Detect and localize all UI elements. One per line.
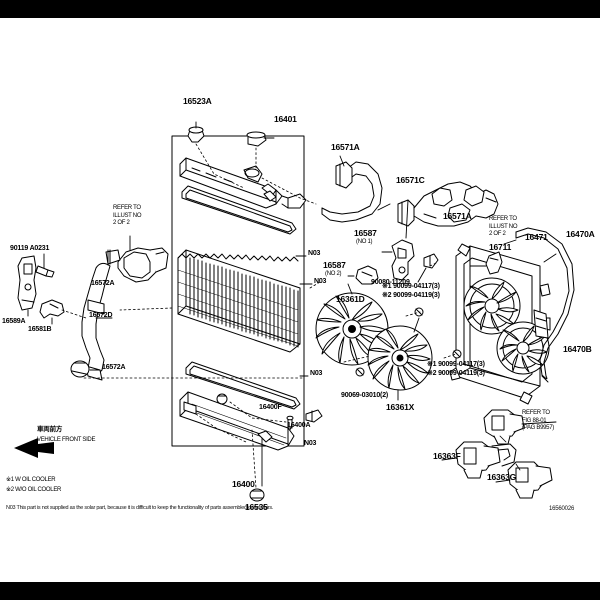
label-16363g: 16363G [487, 472, 517, 482]
label-screw-set-3: ※1 90099-04117(3) [427, 361, 485, 368]
label-16470a: 16470A [566, 229, 595, 239]
radiator-cap-16523a [187, 126, 205, 143]
label-16401: 16401 [274, 114, 297, 124]
bolt-90080 [423, 253, 439, 269]
pin-16400f [286, 415, 294, 429]
reservoir-hose [515, 227, 575, 380]
arrow-label-jp: 車両前方 [37, 426, 63, 433]
bracket-16400a [305, 409, 323, 423]
lower-tank [179, 391, 295, 451]
upper-tank [179, 157, 307, 209]
label-90069-03010: 90069-03010(2) [341, 392, 389, 399]
label-90119-a0231: 90119 A0231 [10, 245, 50, 252]
diagram-canvas: 16523A 16401 16571A 16571C 16571A REFER … [0, 18, 600, 582]
water-outlet-housing [413, 181, 499, 227]
diagram-linework [14, 121, 575, 502]
label-16523a: 16523A [183, 96, 212, 106]
top-black-band [0, 0, 600, 18]
clip-16471 [485, 251, 503, 275]
footnote-n03: N03 This part is not supplied as the sol… [6, 505, 274, 511]
motor-top [483, 409, 525, 445]
label-16587-no1: 16587 [354, 228, 377, 238]
label-90080-11209: 90080-11209 [371, 279, 410, 286]
label-16587-no2: 16587 [323, 260, 346, 270]
label-16470b: 16470B [563, 344, 592, 354]
upper-short-pipe [117, 247, 169, 283]
label-16400f: 16400F [259, 404, 282, 411]
label-16572a-bottom: 16572A [102, 364, 126, 371]
front-direction-arrow [14, 438, 54, 458]
label-16571c: 16571C [396, 175, 425, 185]
label-n03-b: N03 [314, 278, 327, 285]
label-16361x: 16361X [386, 402, 415, 412]
label-16535: 16535 [245, 502, 268, 512]
label-16400a: 16400A [287, 422, 311, 429]
cap-16401 [246, 131, 267, 147]
label-screw-set-2: ※2 90099-04119(3) [382, 292, 440, 299]
label-screw-set-4: ※2 90099-04119(3) [427, 370, 485, 377]
label-16571a-mid: 16571A [443, 211, 472, 221]
footnote-1: ※1 W OIL COOLER [6, 477, 56, 483]
bottom-black-band [0, 582, 600, 600]
refer-fig-88-01: REFER TO FIG 88-01 (PAG B9957) [522, 410, 554, 431]
drain-plug-16535 [249, 488, 265, 502]
radiator-core [177, 249, 301, 353]
label-16361d: 16361D [336, 294, 365, 304]
clip-16581b [39, 299, 65, 319]
clamp-16572a-top [105, 249, 121, 265]
clamp-16572a-bottom [70, 360, 90, 378]
label-16400: 16400 [232, 479, 255, 489]
bracket-16587-no1 [391, 239, 415, 281]
arrow-label-en: VEHICLE FRONT SIDE [37, 437, 96, 443]
label-16571a-left: 16571A [331, 142, 360, 152]
label-16587-no1-sub: (NO 1) [356, 239, 373, 245]
label-16572d: 16572D [89, 312, 113, 319]
label-n03-d: N03 [304, 440, 317, 447]
label-16589a: 16589A [2, 318, 26, 325]
bracket-16589a [17, 255, 37, 311]
refer-illust-left: REFER TO ILLUST NO 2 OF 2 [113, 205, 142, 226]
upper-hose-16571c [321, 161, 415, 227]
refer-illust-right: REFER TO ILLUST NO 2 OF 2 [489, 216, 518, 237]
motor-16363g [507, 461, 553, 499]
fan-shroud-16711 [449, 243, 551, 405]
label-n03-c: N03 [310, 370, 323, 377]
label-16471: 16471 [525, 232, 548, 242]
label-16711: 16711 [489, 242, 512, 252]
lower-seal-strip [185, 361, 301, 410]
label-16363f: 16363F [433, 451, 461, 461]
screw-heads [355, 307, 462, 377]
fan-16361x [367, 325, 433, 391]
motor-16363f [455, 441, 517, 479]
upper-seal-strip [181, 185, 297, 235]
bracket-16587-no2 [355, 265, 379, 285]
label-n03-a: N03 [308, 250, 321, 257]
diagram-id: 16560026 [549, 506, 575, 512]
footnote-2: ※2 W/O OIL COOLER [6, 487, 62, 493]
bolt-90119 [35, 265, 55, 278]
lower-hose-16572d [81, 262, 111, 381]
label-16581b: 16581B [28, 326, 52, 333]
label-16587-no2-sub: (NO 2) [325, 271, 342, 277]
label-screw-set-1: ※1 90099-04117(3) [382, 283, 440, 290]
label-16572a-top: 16572A [91, 280, 115, 287]
